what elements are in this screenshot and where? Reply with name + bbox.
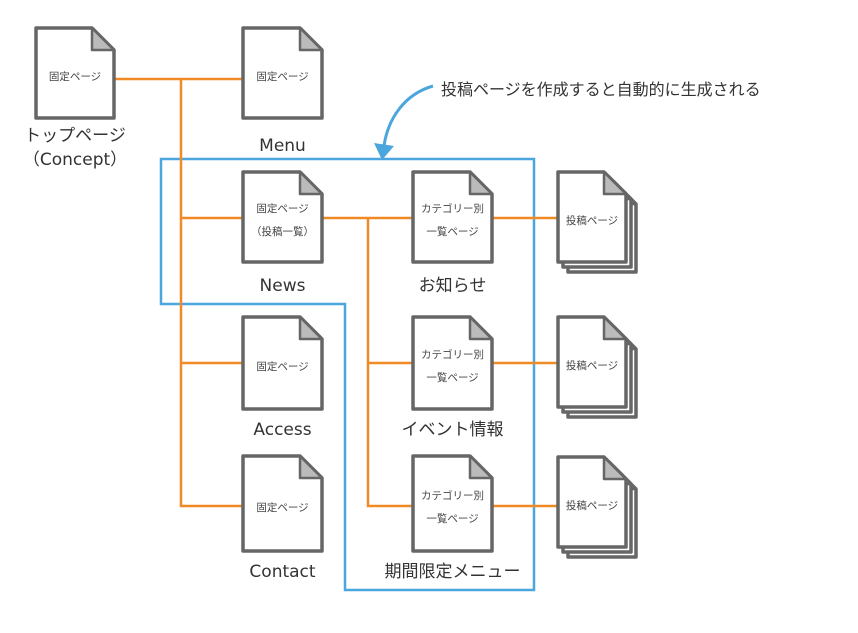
node-top xyxy=(34,26,116,120)
page-fold-icon xyxy=(602,170,628,196)
page-label-line: トップページ xyxy=(24,126,126,146)
node-menu xyxy=(241,26,324,120)
page-label: News xyxy=(260,274,306,298)
page-fold-icon xyxy=(298,26,324,52)
page-fold-icon xyxy=(602,455,628,481)
page-label: イベント情報 xyxy=(402,418,504,442)
document-type-line: 投稿ページ xyxy=(565,215,619,227)
node-access xyxy=(241,315,324,411)
page-label: Access xyxy=(253,418,311,442)
page-label-line: （Concept） xyxy=(22,150,128,170)
document-type-text: 固定ページ xyxy=(256,67,308,87)
document-type-text: カテゴリー別一覧ページ xyxy=(421,485,484,531)
document-type-line: 一覧ページ xyxy=(426,226,479,238)
node-cat-limited xyxy=(411,454,494,553)
page-fold-icon xyxy=(298,315,324,341)
node-cat-event xyxy=(411,315,494,411)
page-fold-icon xyxy=(298,170,324,196)
document-type-line: 固定ページ xyxy=(256,71,309,83)
annotation-arrow-icon xyxy=(374,84,434,160)
document-type-line: 投稿ページ xyxy=(565,500,619,512)
node-cat-news xyxy=(411,170,494,264)
page-fold-icon xyxy=(90,26,116,52)
document-type-line: カテゴリー別 xyxy=(421,203,484,215)
document-type-line: （投稿一覧） xyxy=(251,226,314,238)
document-type-line: 投稿ページ xyxy=(565,360,619,372)
document-type-line: 固定ページ xyxy=(256,361,309,373)
document-type-text: カテゴリー別一覧ページ xyxy=(421,198,484,244)
document-type-line: 固定ページ xyxy=(256,203,309,215)
document-type-line: 一覧ページ xyxy=(426,372,479,384)
connector-trunk xyxy=(179,79,243,508)
page-fold-icon xyxy=(468,170,494,196)
node-contact xyxy=(241,454,324,553)
page-label-line: Contact xyxy=(249,562,316,582)
document-type-text: カテゴリー別一覧ページ xyxy=(421,344,484,390)
page-label-line: 期間限定メニュー xyxy=(384,562,521,582)
page-label: Contact xyxy=(249,560,315,584)
page-label: お知らせ xyxy=(419,274,487,298)
auto-generated-frame xyxy=(159,157,536,592)
document-type-text: 固定ページ xyxy=(256,357,308,377)
document-type-line: 固定ページ xyxy=(48,71,102,83)
node-news xyxy=(241,170,324,264)
page-fold-icon xyxy=(468,315,494,341)
document-icon xyxy=(411,454,494,553)
page-label: Menu xyxy=(259,134,306,158)
page-fold-icon xyxy=(602,315,628,341)
annotation-text: 投稿ページを作成すると自動的に生成される xyxy=(441,80,761,99)
connector-category-trunk xyxy=(366,218,413,508)
document-type-text: 投稿ページ xyxy=(566,211,618,231)
node-posts-2 xyxy=(556,315,638,419)
document-icon xyxy=(241,454,324,553)
page-label: トップページ （Concept） xyxy=(23,124,127,172)
document-type-text: 固定ページ xyxy=(256,498,308,518)
page-label: 期間限定メニュー xyxy=(385,560,521,584)
page-label-line: News xyxy=(259,276,306,296)
document-type-text: 固定ページ （投稿一覧） xyxy=(251,198,314,244)
document-type-line: 固定ページ xyxy=(256,501,309,514)
document-type-line: カテゴリー別 xyxy=(421,349,484,361)
node-posts-3 xyxy=(556,455,638,559)
page-label-line: イベント情報 xyxy=(401,420,504,440)
document-type-text: 投稿ページ xyxy=(566,496,618,516)
node-posts-1 xyxy=(556,170,638,274)
document-type-line: カテゴリー別 xyxy=(421,489,484,502)
document-type-text: 投稿ページ xyxy=(566,356,618,376)
page-fold-icon xyxy=(298,454,324,480)
page-label-line: Access xyxy=(253,420,312,440)
page-fold-icon xyxy=(468,454,494,480)
connectors xyxy=(114,77,558,508)
page-label-line: Menu xyxy=(259,136,306,156)
page-label-line: お知らせ xyxy=(418,276,487,296)
document-type-line: 一覧ページ xyxy=(426,512,479,525)
document-type-text: 固定ページ xyxy=(49,67,101,87)
